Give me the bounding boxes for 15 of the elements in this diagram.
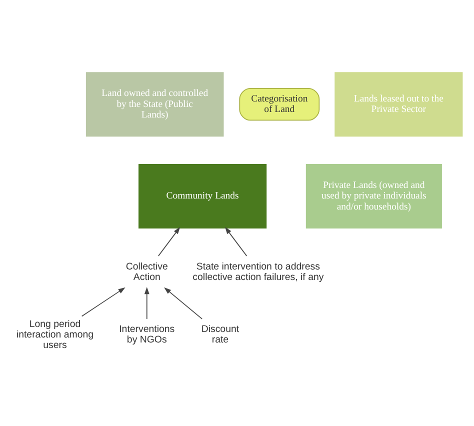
arrow	[81, 287, 126, 317]
node-box: Community Lands	[138, 164, 267, 228]
node-box: Categorisation of Land	[239, 88, 320, 121]
node-box: Private Lands (owned and used by private individuals and/or households)	[306, 164, 442, 228]
node-text: Interventions by NGOs	[119, 324, 175, 346]
arrow	[144, 287, 150, 320]
arrow	[164, 287, 203, 320]
arrow	[158, 227, 180, 256]
node-text: Collective Action	[126, 261, 168, 283]
node-text: Long period interaction among users	[16, 318, 94, 351]
node-text: Discount rate	[201, 324, 240, 346]
arrow	[224, 227, 248, 256]
node-text: State intervention to address collective action failures, if any	[192, 261, 324, 283]
node-box: Land owned and controlled by the State (Public Lands)	[86, 72, 224, 137]
node-box: Lands leased out to the Private Sector	[334, 72, 463, 137]
